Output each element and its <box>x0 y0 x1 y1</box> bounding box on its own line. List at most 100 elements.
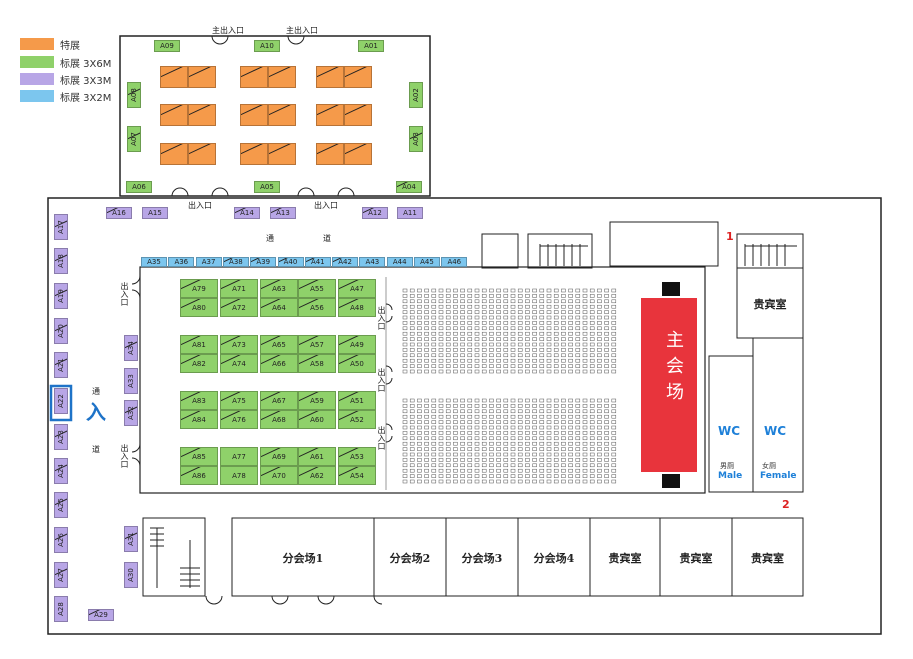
booth[interactable]: A05 <box>254 181 280 193</box>
booth[interactable]: A56 <box>298 298 336 317</box>
booth[interactable]: A27 <box>54 562 68 588</box>
booth[interactable]: A81 <box>180 335 218 354</box>
booth[interactable]: A28 <box>54 596 68 622</box>
booth[interactable]: A52 <box>338 410 376 429</box>
booth[interactable]: A11 <box>397 207 423 219</box>
booth[interactable]: A06 <box>126 181 152 193</box>
special-booth[interactable] <box>316 143 344 165</box>
booth[interactable]: A17 <box>54 214 68 240</box>
booth[interactable]: A77 <box>220 447 258 466</box>
booth[interactable]: A49 <box>338 335 376 354</box>
special-booth[interactable] <box>344 104 372 126</box>
booth[interactable]: A68 <box>260 410 298 429</box>
booth[interactable]: A69 <box>260 447 298 466</box>
booth[interactable]: A63 <box>260 279 298 298</box>
booth[interactable]: A07 <box>127 126 141 152</box>
booth[interactable]: A19 <box>54 283 68 309</box>
booth[interactable]: A65 <box>260 335 298 354</box>
booth[interactable]: A16 <box>106 207 132 219</box>
booth[interactable]: A26 <box>54 527 68 553</box>
booth[interactable]: A41 <box>304 257 331 267</box>
special-booth[interactable] <box>240 104 268 126</box>
special-booth[interactable] <box>160 66 188 88</box>
booth[interactable]: A24 <box>54 458 68 484</box>
special-booth[interactable] <box>316 104 344 126</box>
special-booth[interactable] <box>344 143 372 165</box>
booth[interactable]: A47 <box>338 279 376 298</box>
booth[interactable]: A44 <box>386 257 413 267</box>
booth[interactable]: A04 <box>396 181 422 193</box>
booth[interactable]: A03 <box>409 126 423 152</box>
booth[interactable]: A74 <box>220 354 258 373</box>
booth[interactable]: A21 <box>54 352 68 378</box>
booth[interactable]: A34 <box>124 335 138 361</box>
booth[interactable]: A22 <box>54 388 68 414</box>
booth[interactable]: A09 <box>154 40 180 52</box>
special-booth[interactable] <box>160 104 188 126</box>
booth[interactable]: A70 <box>260 466 298 485</box>
booth[interactable]: A64 <box>260 298 298 317</box>
booth[interactable]: A45 <box>414 257 440 267</box>
booth[interactable]: A83 <box>180 391 218 410</box>
booth[interactable]: A84 <box>180 410 218 429</box>
booth[interactable]: A42 <box>332 257 359 267</box>
booth[interactable]: A13 <box>270 207 296 219</box>
special-booth[interactable] <box>268 104 296 126</box>
booth[interactable]: A82 <box>180 354 218 373</box>
booth[interactable]: A40 <box>277 257 304 267</box>
booth[interactable]: A51 <box>338 391 376 410</box>
special-booth[interactable] <box>344 66 372 88</box>
booth[interactable]: A01 <box>358 40 384 52</box>
booth[interactable]: A59 <box>298 391 336 410</box>
booth[interactable]: A55 <box>298 279 336 298</box>
special-booth[interactable] <box>240 143 268 165</box>
booth[interactable]: A35 <box>141 257 167 267</box>
booth[interactable]: A39 <box>250 257 277 267</box>
booth[interactable]: A14 <box>234 207 260 219</box>
special-booth[interactable] <box>268 66 296 88</box>
booth[interactable]: A72 <box>220 298 258 317</box>
booth[interactable]: A66 <box>260 354 298 373</box>
booth[interactable]: A43 <box>359 257 386 267</box>
special-booth[interactable] <box>188 104 216 126</box>
booth[interactable]: A12 <box>362 207 388 219</box>
special-booth[interactable] <box>160 143 188 165</box>
special-booth[interactable] <box>240 66 268 88</box>
booth[interactable]: A10 <box>254 40 280 52</box>
booth[interactable]: A61 <box>298 447 336 466</box>
booth[interactable]: A15 <box>142 207 168 219</box>
booth[interactable]: A32 <box>124 400 138 426</box>
booth[interactable]: A38 <box>222 257 249 267</box>
booth[interactable]: A85 <box>180 447 218 466</box>
booth[interactable]: A31 <box>124 526 138 552</box>
booth[interactable]: A20 <box>54 318 68 344</box>
booth[interactable]: A67 <box>260 391 298 410</box>
booth[interactable]: A60 <box>298 410 336 429</box>
booth[interactable]: A79 <box>180 279 218 298</box>
booth[interactable]: A75 <box>220 391 258 410</box>
special-booth[interactable] <box>316 66 344 88</box>
special-booth[interactable] <box>268 143 296 165</box>
booth[interactable]: A58 <box>298 354 336 373</box>
booth[interactable]: A23 <box>54 424 68 450</box>
booth[interactable]: A46 <box>441 257 468 267</box>
booth[interactable]: A53 <box>338 447 376 466</box>
booth[interactable]: A73 <box>220 335 258 354</box>
booth[interactable]: A37 <box>195 257 222 267</box>
special-booth[interactable] <box>188 143 216 165</box>
booth[interactable]: A71 <box>220 279 258 298</box>
booth[interactable]: A80 <box>180 298 218 317</box>
booth[interactable]: A54 <box>338 466 376 485</box>
booth[interactable]: A78 <box>220 466 258 485</box>
booth[interactable]: A18 <box>54 248 68 274</box>
booth[interactable]: A29 <box>88 609 114 621</box>
booth[interactable]: A36 <box>168 257 195 267</box>
booth[interactable]: A48 <box>338 298 376 317</box>
booth[interactable]: A33 <box>124 368 138 394</box>
special-booth[interactable] <box>188 66 216 88</box>
booth[interactable]: A30 <box>124 562 138 588</box>
booth[interactable]: A50 <box>338 354 376 373</box>
booth[interactable]: A86 <box>180 466 218 485</box>
booth[interactable]: A62 <box>298 466 336 485</box>
booth[interactable]: A57 <box>298 335 336 354</box>
